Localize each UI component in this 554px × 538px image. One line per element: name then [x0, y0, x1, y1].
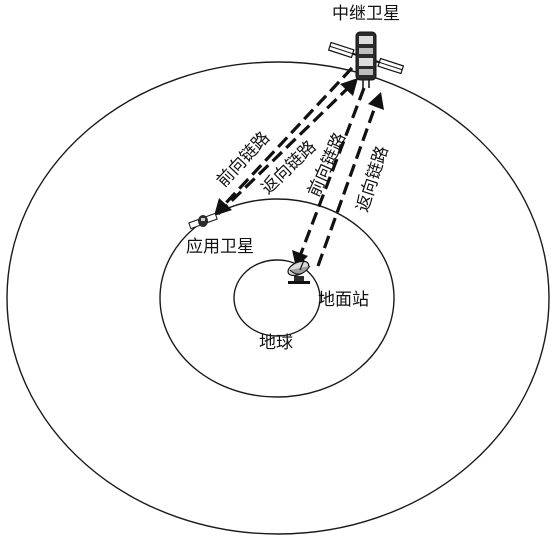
app-orbit-circle [159, 198, 395, 398]
relay-orbit-circle [6, 61, 550, 535]
satellite-icon [188, 212, 218, 230]
app-satellite-label: 应用卫星 [186, 237, 254, 257]
relay-satellite-label: 中继卫星 [332, 4, 400, 24]
return-link-1-arrow [216, 78, 358, 216]
return-link-2-arrow [316, 92, 384, 267]
dish-antenna-icon [287, 259, 311, 284]
satellite-icon [327, 31, 405, 88]
earth-circle [233, 259, 321, 337]
forward-link-2-label: 前向链路 [304, 130, 350, 200]
ground-station-label: 地面站 [318, 290, 369, 310]
earth-label: 地球 [259, 333, 293, 353]
